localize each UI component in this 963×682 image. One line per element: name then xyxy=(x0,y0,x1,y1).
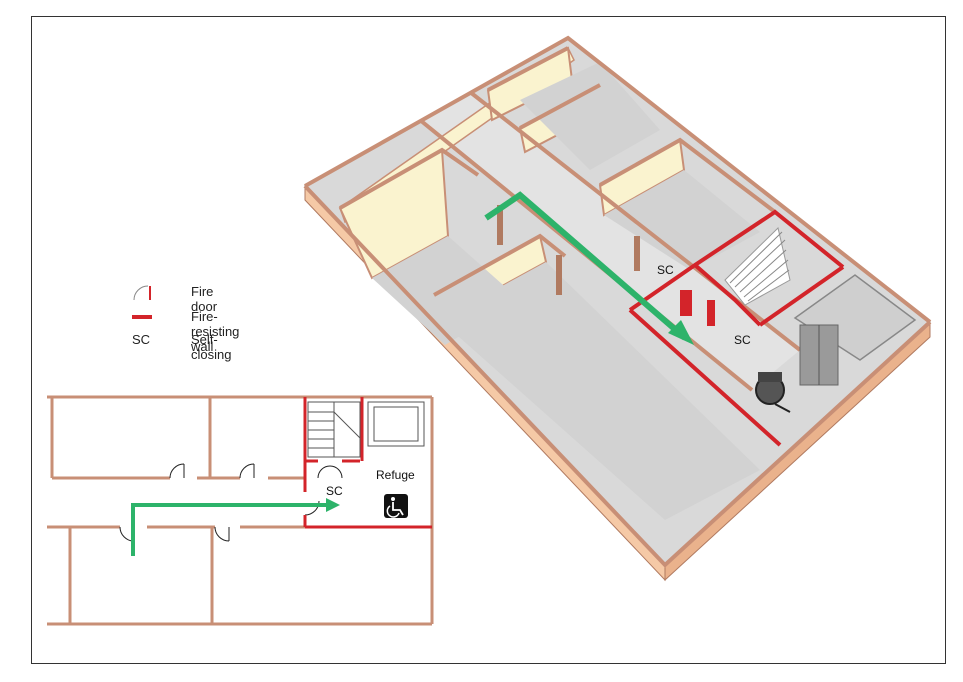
room-door-2 xyxy=(556,255,562,295)
room-door-3 xyxy=(634,236,640,271)
legend-fire-wall-label: Fire-resisting wall xyxy=(191,309,240,354)
stair-treads xyxy=(729,231,790,302)
escape-route-iso-arrowhead xyxy=(668,320,694,345)
room-floor-4 xyxy=(604,170,760,270)
wheelchair-icon xyxy=(384,494,408,518)
plan-lift xyxy=(367,401,425,447)
escape-route-iso xyxy=(484,191,687,341)
fire-resisting-walls xyxy=(628,209,845,447)
plan-sc-label: SC xyxy=(326,484,343,498)
iso-sc-label-2: SC xyxy=(734,333,751,347)
escape-route-plan xyxy=(131,503,330,556)
corridor-floor xyxy=(420,92,800,390)
fire-door-2 xyxy=(707,300,715,326)
plan-fire-walls xyxy=(303,397,432,529)
iso-sc-label-1: SC xyxy=(657,263,674,277)
room-floor-3 xyxy=(520,62,660,170)
plan-refuge-label: Refuge xyxy=(376,468,415,482)
plan-stair xyxy=(307,401,361,458)
fire-door-symbol xyxy=(133,285,149,301)
diagram-frame xyxy=(31,16,946,664)
legend-sc-label: Self-closing xyxy=(191,332,232,362)
room-door-1 xyxy=(497,205,503,245)
plan-door-swings xyxy=(119,463,343,542)
legend-fire-door-label: Fire door xyxy=(191,284,218,314)
wheelchair-iso-icon xyxy=(755,372,791,413)
legend-sc-symbol: SC xyxy=(132,332,151,347)
partition-walls xyxy=(303,35,932,568)
plan-walls xyxy=(47,395,434,626)
escape-route-plan-arrowhead xyxy=(326,498,340,512)
fire-door-1 xyxy=(680,290,692,316)
room-floor-2 xyxy=(440,262,760,520)
